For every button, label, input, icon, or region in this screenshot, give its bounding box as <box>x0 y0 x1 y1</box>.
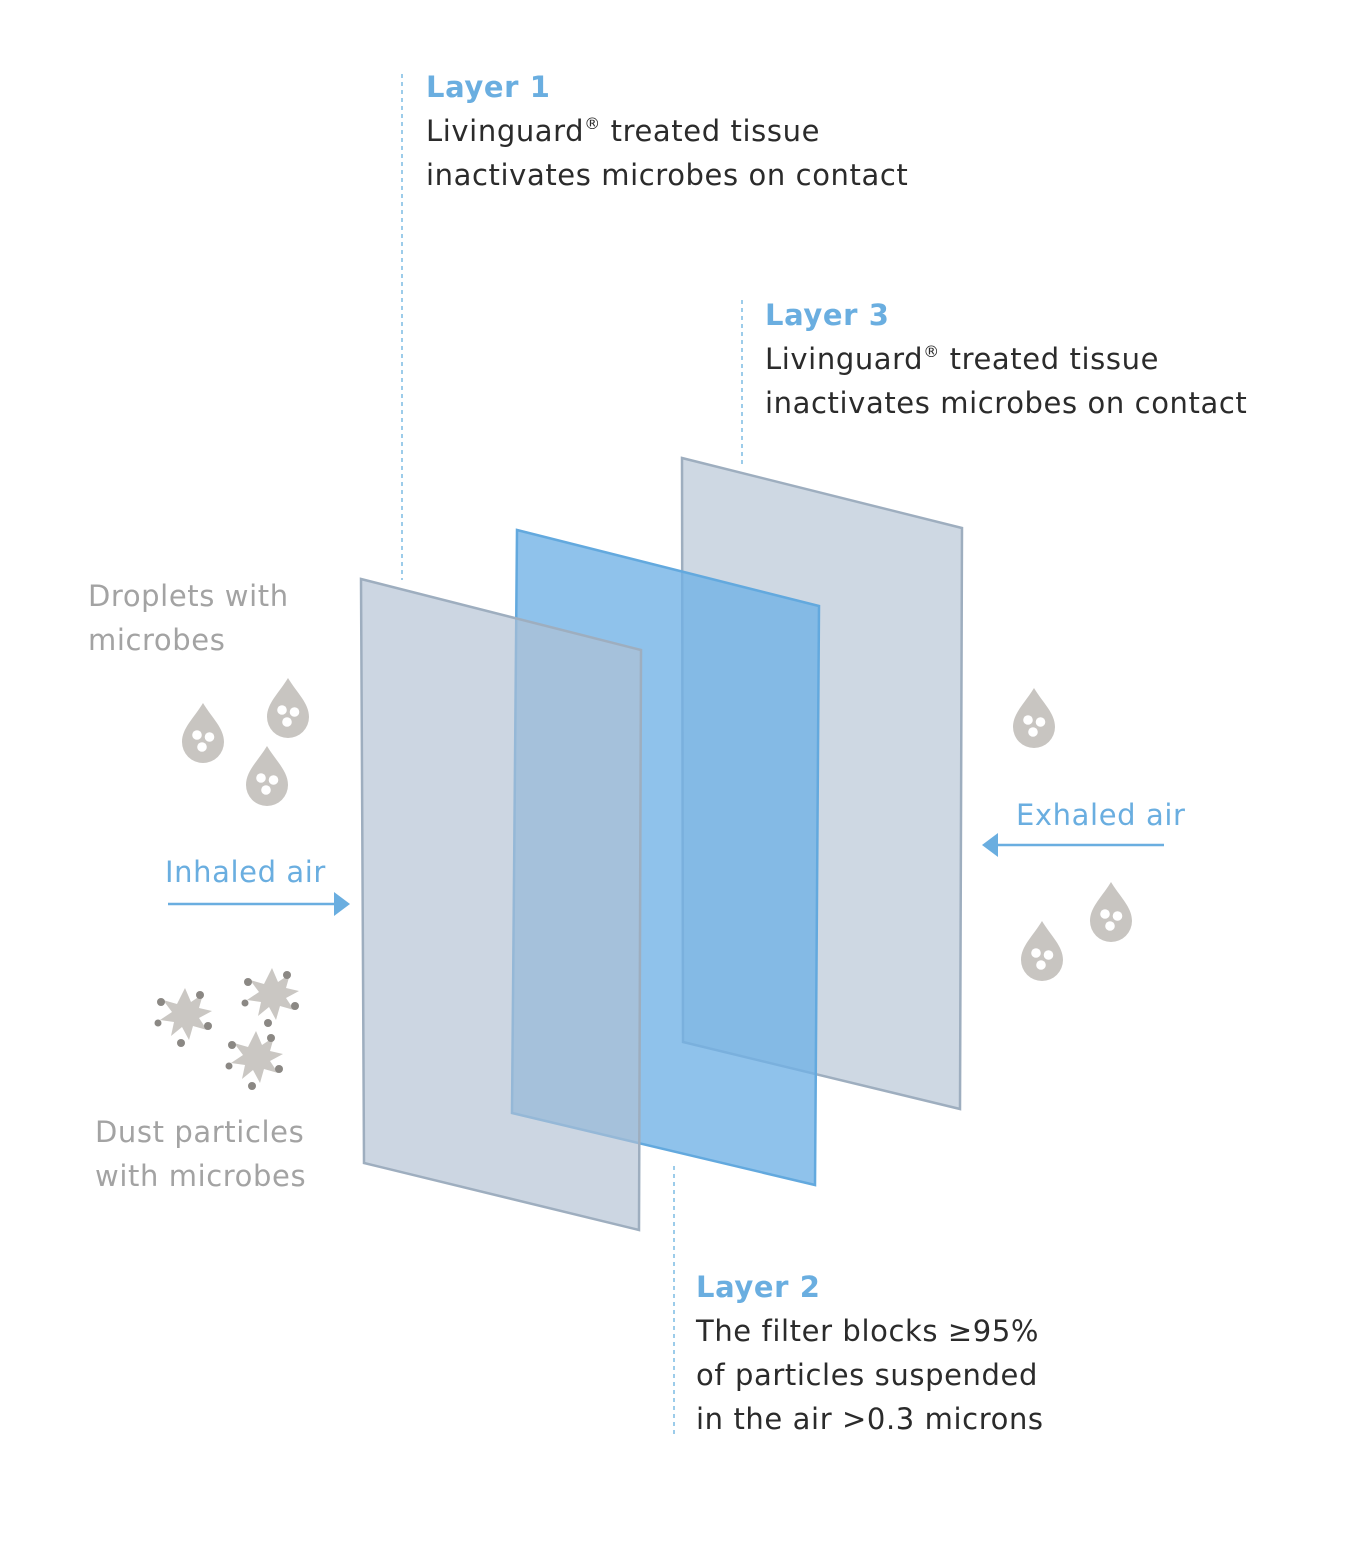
dust-particle-icon <box>225 1031 283 1090</box>
layer1-description-line1: Livinguard® treated tissue <box>426 109 820 153</box>
layer3-brand: Livinguard <box>765 342 924 376</box>
droplets-label-line2: microbes <box>88 623 226 657</box>
layer2-description-line3: in the air >0.3 microns <box>696 1402 1044 1436</box>
dust-particle-icon <box>154 988 212 1047</box>
exhaled-air-label: Exhaled air <box>1016 798 1186 832</box>
layer1-panel <box>359 577 643 1232</box>
layer1-description-line2: inactivates microbes on contact <box>426 158 909 192</box>
layer1-title: Layer 1 <box>426 70 551 104</box>
inhaled-air-arrow <box>168 892 350 916</box>
layer3-registered-mark: ® <box>923 342 940 361</box>
droplets-label-line1: Droplets with <box>88 579 289 613</box>
droplet-icon <box>1013 688 1055 748</box>
layer3-title: Layer 3 <box>765 298 890 332</box>
layer3-desc-rest: treated tissue <box>939 342 1160 376</box>
layer3-description-line1: Livinguard® treated tissue <box>765 337 1159 381</box>
droplet-icon <box>246 746 288 806</box>
dust-label-line1: Dust particles <box>95 1115 305 1149</box>
layer1-brand: Livinguard <box>426 114 585 148</box>
layer3-description-line2: inactivates microbes on contact <box>765 386 1248 420</box>
droplet-icon <box>1090 882 1132 942</box>
dust-label-line2: with microbes <box>95 1159 307 1193</box>
inhaled-air-label: Inhaled air <box>165 855 326 889</box>
layer1-desc-rest: treated tissue <box>600 114 821 148</box>
exhaled-air-arrow <box>982 833 1164 857</box>
droplet-icon <box>1021 921 1063 981</box>
dust-particle-icon <box>241 968 299 1027</box>
layer2-description-line2: of particles suspended <box>696 1358 1038 1392</box>
layer1-registered-mark: ® <box>584 114 601 133</box>
droplet-icon <box>267 678 309 738</box>
layer2-title: Layer 2 <box>696 1270 821 1304</box>
droplet-icon <box>182 703 224 763</box>
layer2-description-line1: The filter blocks ≥95% <box>696 1314 1040 1348</box>
